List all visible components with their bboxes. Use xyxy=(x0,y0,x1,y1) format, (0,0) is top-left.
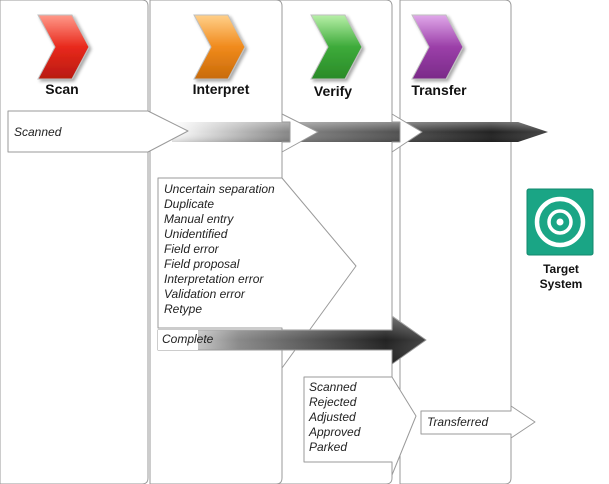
stage-label-verify: Verify xyxy=(314,83,352,99)
stage-label-transfer: Transfer xyxy=(411,82,467,98)
chevron-arrow-icon xyxy=(411,14,464,80)
status-item: Interpretation error xyxy=(164,272,264,286)
status-item: Duplicate xyxy=(164,197,214,211)
interpret-status-list: Uncertain separation Duplicate Manual en… xyxy=(164,182,275,316)
stage-label-interpret: Interpret xyxy=(193,81,250,97)
stage-label-scan: Scan xyxy=(45,81,78,97)
status-item: Adjusted xyxy=(308,410,356,424)
verify-status-arrow xyxy=(303,376,417,476)
status-item: Parked xyxy=(309,440,347,454)
status-item: Manual entry xyxy=(164,212,234,226)
chevron-arrow-icon xyxy=(37,14,90,80)
status-item: Field proposal xyxy=(164,257,240,271)
status-item: Rejected xyxy=(309,395,357,409)
status-item: Field error xyxy=(164,242,220,256)
status-item: Approved xyxy=(308,425,361,439)
verify-status-list: Scanned Rejected Adjusted Approved Parke… xyxy=(308,380,361,454)
flow-label-complete: Complete xyxy=(162,332,214,346)
target-label-line1: Target xyxy=(543,262,579,276)
status-item: Scanned xyxy=(309,380,357,394)
flow-label-transferred: Transferred xyxy=(427,415,488,429)
chevron-arrow-icon xyxy=(193,14,246,80)
target-label-line2: System xyxy=(540,277,583,291)
status-item: Validation error xyxy=(164,287,246,301)
flow-label-scanned: Scanned xyxy=(14,125,62,139)
status-item: Uncertain separation xyxy=(164,182,275,196)
target-system: Target System xyxy=(526,188,594,291)
chevron-arrow-icon xyxy=(310,14,363,80)
status-item: Unidentified xyxy=(164,227,228,241)
interpret-status-arrow xyxy=(157,177,357,369)
status-item: Retype xyxy=(164,302,202,316)
scanned-flow-box xyxy=(7,110,189,153)
target-icon xyxy=(534,196,586,248)
transferred-flow-box xyxy=(420,405,536,439)
main-flow-arrows xyxy=(172,113,548,153)
complete-flow-arrow xyxy=(157,315,427,365)
